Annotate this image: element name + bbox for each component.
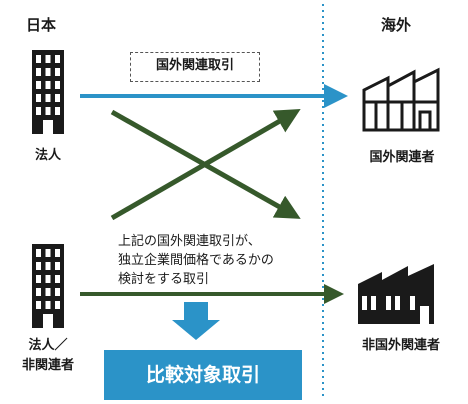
comparison-note: 上記の国外関連取引が、 独立企業間価格であるかの 検討をする取引 xyxy=(118,232,274,289)
note-line: 検討をする取引 xyxy=(118,272,210,287)
entity-label-non-foreign-related-party: 非国外関連者 xyxy=(361,338,440,353)
office-building-icon xyxy=(32,244,64,328)
factory-icon xyxy=(358,264,434,324)
office-building-icon xyxy=(32,50,64,134)
region-label-japan: 日本 xyxy=(26,16,57,34)
cross-arrow-up xyxy=(110,108,301,221)
entity-label-corporation: 法人 xyxy=(34,148,61,163)
entity-label-foreign-related-party: 国外関連者 xyxy=(369,150,435,165)
region-label-overseas: 海外 xyxy=(381,16,412,34)
comparison-transaction-box: 比較対象取引 xyxy=(104,350,302,400)
entity-label-line: 法人／ xyxy=(28,338,68,353)
entity-label-unrelated-corporation: 法人／ 非関連者 xyxy=(10,336,86,376)
cross-arrow-down xyxy=(110,109,301,219)
factory-icon xyxy=(362,67,440,132)
note-line: 独立企業間価格であるかの xyxy=(118,253,274,268)
entity-label-line: 非関連者 xyxy=(21,358,74,373)
transaction-label-box: 国外関連取引 xyxy=(130,52,260,82)
note-line: 上記の国外関連取引が、 xyxy=(118,234,261,249)
down-arrow xyxy=(172,302,220,340)
